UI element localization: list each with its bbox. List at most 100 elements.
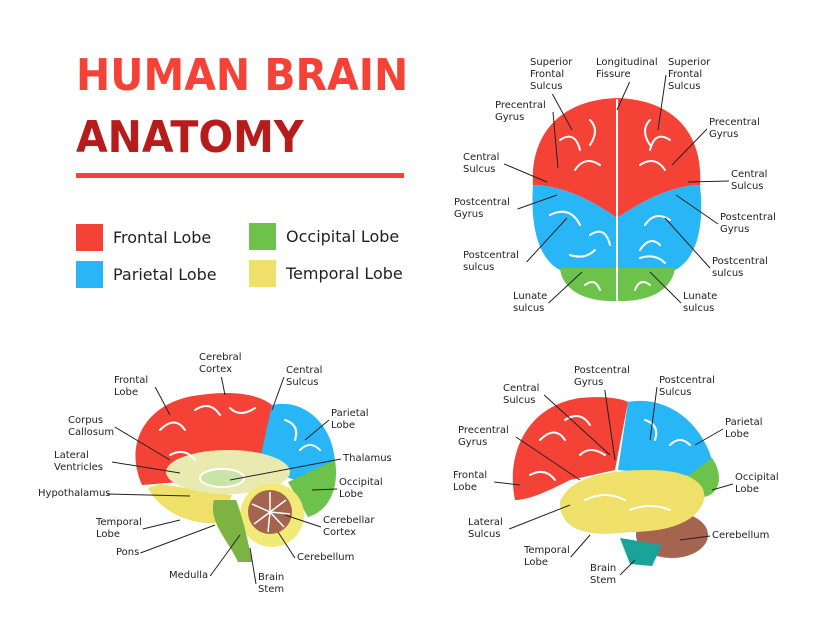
sagittal-view-label: Parietal Lobe: [331, 408, 369, 431]
leader-line: [271, 376, 285, 411]
leader-line: [679, 535, 711, 541]
lat-frontal-lobe: [512, 397, 628, 500]
top-view-label: Precentral Gyrus: [495, 100, 546, 123]
temporal-swatch: [249, 260, 276, 287]
lateral-view-label: Precentral Gyrus: [458, 425, 509, 448]
leader-line: [220, 376, 226, 396]
leader-line: [249, 547, 257, 585]
top-view-label: Postcentral Gyrus: [454, 197, 510, 220]
leader-line: [304, 419, 330, 441]
top-view-label: Central Sulcus: [463, 152, 500, 175]
leader-line: [649, 386, 658, 441]
top-view-label: Postcentral sulcus: [712, 256, 768, 279]
leader-line: [526, 217, 568, 263]
lat-occipital-lobe: [688, 458, 719, 497]
leader-line: [229, 458, 342, 481]
leader-line: [649, 271, 682, 304]
legend-label: Frontal Lobe: [113, 228, 212, 247]
leader-line: [504, 163, 548, 183]
leader-line: [517, 194, 558, 210]
sagittal-view-label: Hypothalamus: [38, 488, 111, 499]
sagittal-view-brain: [135, 393, 337, 562]
lateral-view-label: Occipital Lobe: [735, 472, 779, 495]
leader-line: [142, 519, 181, 530]
leader-line: [277, 531, 296, 559]
lat-brain-stem: [620, 538, 662, 566]
top-view-label: Precentral Gyrus: [709, 117, 760, 140]
top-view-label: Longitudinal Fissure: [596, 57, 658, 80]
title-line-2: ANATOMY: [76, 112, 304, 163]
top-view-label: Postcentral sulcus: [463, 250, 519, 273]
thalamus: [199, 468, 245, 488]
lateral-view-label: Parietal Lobe: [725, 417, 763, 440]
sag-temporal-lobe: [148, 484, 232, 524]
leader-line: [140, 524, 216, 554]
leader-line: [616, 81, 631, 111]
legend-frontal: Frontal Lobe: [76, 224, 211, 251]
title-underline: [76, 173, 404, 178]
sagittal-view-label: Medulla: [169, 570, 209, 581]
leader-line: [657, 74, 667, 131]
leader-line: [548, 271, 583, 304]
top-view-label: Central Sulcus: [731, 169, 768, 192]
legend-temporal: Temporal Lobe: [249, 260, 403, 287]
sagittal-view-label: Pons: [116, 547, 140, 558]
lateral-view-label: Postcentral Sulcus: [659, 375, 715, 398]
sagittal-view-label: Temporal Lobe: [96, 517, 142, 540]
leader-line: [552, 111, 559, 169]
sagittal-view-label: Cerebellum: [297, 552, 355, 563]
sagittal-view-label: Brain Stem: [258, 572, 285, 595]
sagittal-view-label: Cerebral Cortex: [199, 352, 242, 375]
leader-line: [284, 514, 322, 528]
lat-gyri: [529, 415, 691, 511]
legend-label: Occipital Lobe: [286, 227, 400, 246]
legend-label: Temporal Lobe: [286, 264, 403, 283]
top-view-brain: [532, 98, 702, 302]
leader-line: [311, 488, 338, 491]
legend-occipital: Occipital Lobe: [249, 223, 399, 250]
brain-stem-sag: [212, 500, 252, 562]
lat-temporal-lobe: [560, 470, 705, 534]
legend-label: Parietal Lobe: [113, 265, 217, 284]
leader-line: [687, 180, 730, 183]
top-gyri: [549, 99, 671, 301]
leader-line: [570, 534, 591, 558]
legend-parietal: Parietal Lobe: [76, 261, 217, 288]
lat-parietal-lobe: [618, 400, 712, 476]
sagittal-view-label: Thalamus: [343, 453, 392, 464]
leader-line: [154, 386, 171, 416]
occipital-swatch: [249, 223, 276, 250]
lateral-view-label: Frontal Lobe: [453, 470, 488, 493]
arbor-vitae: [251, 492, 291, 533]
leader-line: [551, 93, 573, 131]
leader-lines: [107, 74, 734, 585]
leader-line: [675, 194, 719, 225]
top-view-label: Lunate sulcus: [683, 291, 718, 314]
lateral-view-label: Lateral Sulcus: [468, 517, 503, 540]
sag-gyri: [159, 405, 321, 461]
leader-line: [671, 128, 708, 166]
leader-line: [509, 504, 571, 530]
frontal-swatch: [76, 224, 103, 251]
top-view-label: Superior Frontal Sulcus: [530, 57, 573, 92]
top-view-label: Superior Frontal Sulcus: [668, 57, 711, 92]
parietal-swatch: [76, 261, 103, 288]
lateral-view-label: Temporal Lobe: [524, 545, 570, 568]
lateral-view-brain: [512, 397, 719, 566]
leader-line: [711, 483, 734, 491]
leader-line: [209, 534, 241, 577]
leader-line: [515, 436, 581, 481]
lateral-view-label: Brain Stem: [590, 563, 617, 586]
lateral-view-label: Postcentral Gyrus: [574, 365, 630, 388]
leader-line: [107, 493, 191, 497]
top-view-label: Lunate sulcus: [513, 291, 548, 314]
leader-line: [604, 389, 616, 461]
leader-line: [543, 394, 611, 456]
leader-line: [114, 426, 171, 461]
leader-line: [111, 461, 181, 474]
sagittal-view-label: Corpus Callosum: [68, 415, 115, 438]
top-view-label: Postcentral Gyrus: [720, 212, 776, 235]
sagittal-view-label: Lateral Ventricles: [54, 450, 104, 473]
leader-line: [494, 481, 521, 486]
